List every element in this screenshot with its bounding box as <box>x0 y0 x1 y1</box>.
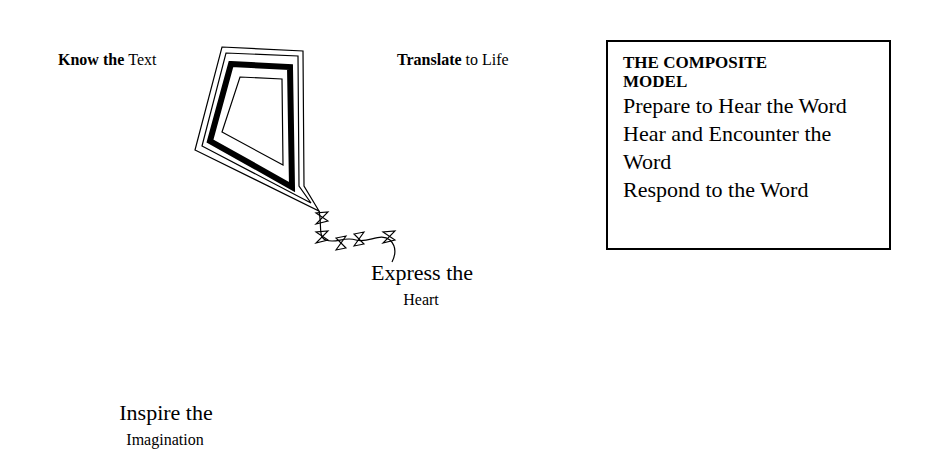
box-heading: THE COMPOSITE MODEL <box>623 53 823 91</box>
label-heading: Inspire the <box>119 400 212 425</box>
label-text: Text <box>128 51 156 69</box>
box-item: Respond to the Word <box>623 176 868 204</box>
box-item: Prepare to Hear the Word <box>623 92 868 120</box>
label-sub: Heart <box>403 291 439 309</box>
model-box: THE COMPOSITE MODELPrepare to Hear the W… <box>606 40 891 250</box>
label-bold: Know the <box>58 51 124 69</box>
label-bold: Translate <box>397 51 462 69</box>
label-text: to Life <box>466 51 509 69</box>
label-sub: Imagination <box>126 431 203 449</box>
box-item: Hear and Encounter the Word <box>623 120 868 176</box>
label-heading: Express the <box>371 260 473 285</box>
